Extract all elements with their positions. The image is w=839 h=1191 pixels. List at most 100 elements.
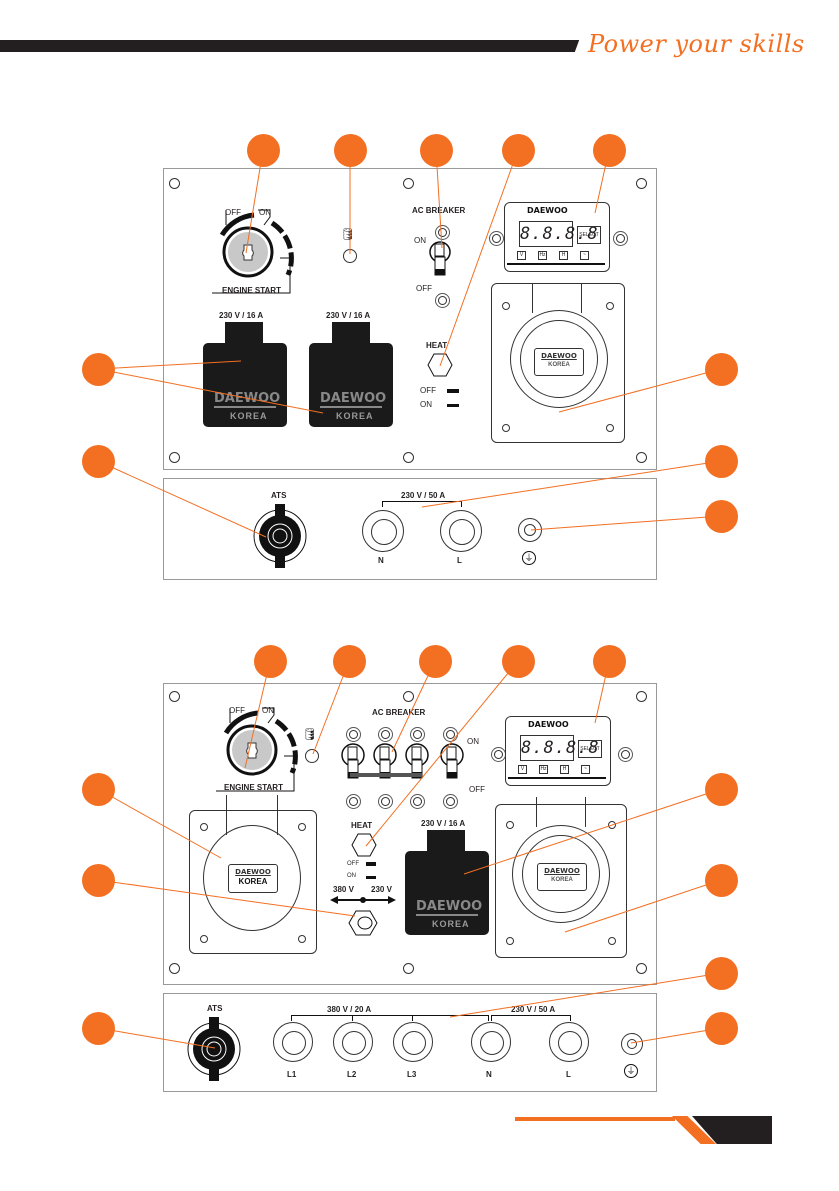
- socket-screw-hole: [506, 821, 514, 829]
- heat-off-label: OFF: [347, 861, 359, 867]
- socket-screw-hole: [200, 935, 208, 943]
- ac-breaker-label: AC BREAKER: [372, 708, 426, 717]
- screw: [446, 797, 455, 806]
- rating-1ph-bracket: [491, 1015, 571, 1021]
- oil-warning-lamp: [343, 249, 357, 263]
- screw: [381, 730, 390, 739]
- heat-button[interactable]: [351, 832, 377, 858]
- mount-hole: [636, 691, 647, 702]
- d2-socket[interactable]: DAEWOO KOREA: [405, 851, 489, 935]
- mount-hole: [169, 178, 180, 189]
- engine-off-label: OFF: [225, 208, 241, 217]
- mount-hole: [403, 452, 414, 463]
- d1-socket-2[interactable]: DAEWOO KOREA: [309, 343, 393, 427]
- indicator-hours: H: [560, 765, 569, 774]
- voltage-selector-switch[interactable]: [330, 893, 396, 941]
- terminal-n[interactable]: [362, 510, 404, 552]
- socket-screw-hole: [200, 823, 208, 831]
- terminal-label: L: [566, 1070, 571, 1079]
- ats-connector[interactable]: [252, 500, 312, 572]
- socket-origin: KOREA: [432, 919, 470, 929]
- rating-3ph-bracket: [291, 1015, 489, 1021]
- socket-rating: 230 V / 16 A: [421, 819, 466, 828]
- d2-industrial-socket-right[interactable]: DAEWOO KOREA: [495, 797, 627, 958]
- mount-hole: [169, 963, 180, 974]
- ground-terminal[interactable]: [621, 1033, 643, 1055]
- callout-marker: [705, 1012, 738, 1045]
- d2-industrial-socket-left[interactable]: DAEWOO KOREA: [189, 795, 317, 954]
- socket-origin: KOREA: [336, 411, 374, 421]
- callout-marker: [705, 353, 738, 386]
- ac-breaker-label: AC BREAKER: [412, 206, 466, 215]
- heat-on-symbol: [366, 876, 376, 879]
- socket-origin: KOREA: [548, 362, 570, 368]
- d1-socket-1[interactable]: DAEWOO KOREA: [203, 343, 287, 427]
- screw: [413, 730, 422, 739]
- callout-marker: [82, 353, 115, 386]
- mount-hole: [169, 452, 180, 463]
- heat-on-label: ON: [347, 873, 356, 879]
- breaker-off-label: OFF: [416, 284, 432, 293]
- heat-on-symbol: [447, 404, 459, 407]
- indicator-voltage: V: [517, 251, 526, 260]
- screw: [413, 797, 422, 806]
- engine-start-label: ENGINE START: [222, 286, 281, 295]
- screw: [494, 750, 503, 759]
- terminal-n[interactable]: [471, 1022, 511, 1062]
- terminal-l[interactable]: [440, 510, 482, 552]
- terminal-label: N: [378, 556, 384, 565]
- select-button[interactable]: SELECT: [578, 740, 602, 758]
- display-bar: [508, 777, 606, 779]
- indicator-voltage: V: [518, 765, 527, 774]
- callout-marker: [82, 1012, 115, 1045]
- header-bar: [0, 40, 575, 52]
- ground-icon: ⏚: [522, 551, 536, 565]
- ats-label: ATS: [207, 1004, 223, 1013]
- callout-marker: [502, 134, 535, 167]
- terminal-label: L3: [407, 1070, 417, 1079]
- screw: [621, 750, 630, 759]
- socket-brand: DAEWOO: [541, 352, 577, 360]
- heat-label: HEAT: [426, 341, 448, 350]
- rating-label: 230 V / 50 A: [401, 491, 446, 500]
- callout-marker: [705, 957, 738, 990]
- terminal-l3[interactable]: [393, 1022, 433, 1062]
- heat-button[interactable]: [427, 352, 453, 378]
- ats-label: ATS: [271, 491, 287, 500]
- socket-screw-hole: [606, 424, 614, 432]
- ac-breaker-switch[interactable]: [426, 240, 456, 278]
- socket-hinge: [427, 830, 465, 852]
- d2-display-panel: DAEWOO 8.8.8.8 SELECT V Hz H ~: [505, 716, 611, 786]
- oil-can-icon: 🛢: [302, 727, 318, 741]
- ground-terminal[interactable]: [518, 518, 542, 542]
- d1-industrial-socket[interactable]: DAEWOO KOREA: [491, 283, 625, 443]
- mount-hole: [636, 963, 647, 974]
- mount-hole: [636, 452, 647, 463]
- terminal-label: L1: [287, 1070, 297, 1079]
- display-bar: [507, 263, 605, 265]
- select-button[interactable]: SELECT: [577, 226, 601, 244]
- terminal-l1[interactable]: [273, 1022, 313, 1062]
- terminal-label: L: [457, 556, 462, 565]
- display-brand: DAEWOO: [527, 206, 568, 215]
- socket-rating: 230 V / 16 A: [219, 311, 264, 320]
- screw: [438, 228, 447, 237]
- socket-brand: DAEWOO: [235, 868, 271, 876]
- ac-breaker-3pole[interactable]: [338, 742, 468, 782]
- callout-marker: [333, 645, 366, 678]
- callout-marker: [705, 773, 738, 806]
- display-digits: 8.8.8.8: [520, 735, 599, 761]
- callout-marker: [705, 864, 738, 897]
- socket-screw-hole: [298, 935, 306, 943]
- terminal-l[interactable]: [549, 1022, 589, 1062]
- ats-connector[interactable]: [186, 1013, 246, 1085]
- socket-origin: KOREA: [238, 877, 268, 886]
- callout-marker: [82, 773, 115, 806]
- oil-warning-lamp: [305, 749, 319, 763]
- callout-marker: [705, 445, 738, 478]
- terminal-label: N: [486, 1070, 492, 1079]
- terminal-l2[interactable]: [333, 1022, 373, 1062]
- screw: [616, 234, 625, 243]
- display-digits: 8.8.8.8: [519, 221, 598, 247]
- heat-label: HEAT: [351, 821, 373, 830]
